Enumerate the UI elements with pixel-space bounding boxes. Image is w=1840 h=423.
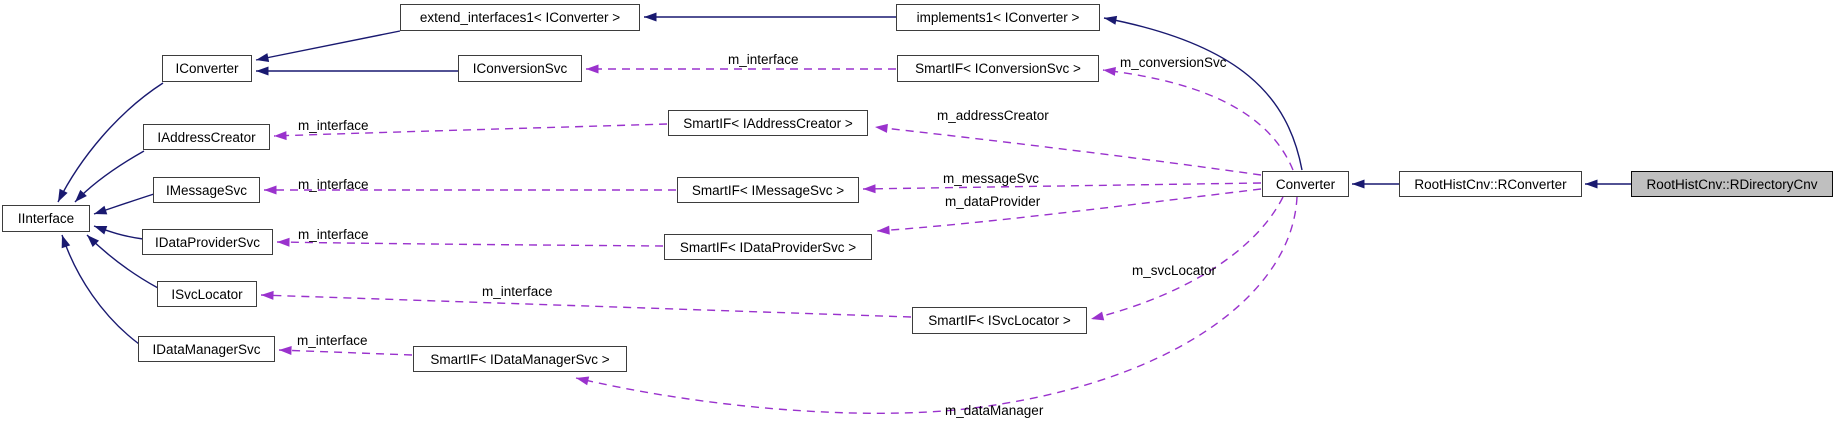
edge-label-m-interface-isvclocator: m_interface xyxy=(482,284,553,299)
node-iinterface[interactable]: IInterface xyxy=(2,205,90,232)
node-iaddresscreator[interactable]: IAddressCreator xyxy=(143,124,270,150)
edge-label-m-interface-messagesvc: m_interface xyxy=(298,177,369,192)
edge-idataprovidersvc-to-iinterface xyxy=(93,225,144,240)
edge-imessagesvc-to-iinterface xyxy=(93,193,155,215)
node-rdirectorycnv-selected: RootHistCnv::RDirectoryCnv xyxy=(1631,171,1833,197)
edge-label-m-interface-idatamanagersvc: m_interface xyxy=(297,333,368,348)
edge-label-m-svclocator: m_svcLocator xyxy=(1132,263,1217,278)
node-imessagesvc[interactable]: IMessageSvc xyxy=(153,177,260,203)
node-converter[interactable]: Converter xyxy=(1262,171,1349,197)
edge-label-m-interface-addresscreator: m_interface xyxy=(298,118,369,133)
edge-m-interface-idatamanagersvc xyxy=(278,345,413,356)
edge-label-m-interface-dataprovidersvc: m_interface xyxy=(298,227,369,242)
node-rconverter[interactable]: RootHistCnv::RConverter xyxy=(1399,171,1582,197)
edge-extend-interfaces1-to-iconverter xyxy=(255,30,401,62)
edge-label-m-messagesvc: m_messageSvc xyxy=(943,171,1040,186)
node-implements1[interactable]: implements1< IConverter > xyxy=(896,4,1100,31)
edge-m-interface-isvclocator xyxy=(260,290,912,318)
edge-m-interface-addresscreator xyxy=(273,123,668,141)
edge-m-interface-dataprovidersvc xyxy=(276,237,664,247)
edge-iconverter-to-iinterface xyxy=(57,82,164,203)
node-idatamanagersvc[interactable]: IDataManagerSvc xyxy=(138,336,275,362)
edge-m-messagesvc xyxy=(862,182,1262,194)
node-smartif-idatamanagersvc[interactable]: SmartIF< IDataManagerSvc > xyxy=(413,346,627,372)
edge-m-datamanager xyxy=(575,196,1298,414)
edge-label-m-addresscreator: m_addressCreator xyxy=(937,108,1049,123)
edge-label-m-dataprovider: m_dataProvider xyxy=(945,194,1041,209)
edge-label-m-conversionsvc: m_conversionSvc xyxy=(1120,55,1227,70)
node-idataprovidersvc[interactable]: IDataProviderSvc xyxy=(142,229,273,255)
edge-m-addresscreator xyxy=(874,123,1262,176)
node-iconverter[interactable]: IConverter xyxy=(162,55,252,82)
node-iconversionsvc[interactable]: IConversionSvc xyxy=(458,55,582,82)
edge-m-conversionsvc xyxy=(1102,67,1294,171)
edge-m-dataprovider xyxy=(876,188,1262,235)
node-smartif-iaddresscreator[interactable]: SmartIF< IAddressCreator > xyxy=(668,110,868,136)
node-smartif-iconversionsvc[interactable]: SmartIF< IConversionSvc > xyxy=(897,55,1099,82)
node-smartif-idataprovidersvc[interactable]: SmartIF< IDataProviderSvc > xyxy=(664,234,872,260)
edge-idatamanagersvc-to-iinterface xyxy=(61,234,140,345)
node-isvclocator[interactable]: ISvcLocator xyxy=(157,281,257,307)
edge-isvclocator-to-iinterface xyxy=(86,234,159,289)
edge-m-svclocator xyxy=(1090,196,1284,321)
edge-converter-to-implements1 xyxy=(1103,15,1303,171)
node-extend-interfaces1[interactable]: extend_interfaces1< IConverter > xyxy=(400,4,640,31)
edge-label-m-interface-conversionsvc: m_interface xyxy=(728,52,799,67)
node-smartif-imessagesvc[interactable]: SmartIF< IMessageSvc > xyxy=(677,177,859,203)
node-smartif-isvclocator[interactable]: SmartIF< ISvcLocator > xyxy=(912,307,1087,334)
edge-label-m-datamanager: m_dataManager xyxy=(945,403,1044,418)
edge-iaddresscreator-to-iinterface xyxy=(74,150,145,203)
